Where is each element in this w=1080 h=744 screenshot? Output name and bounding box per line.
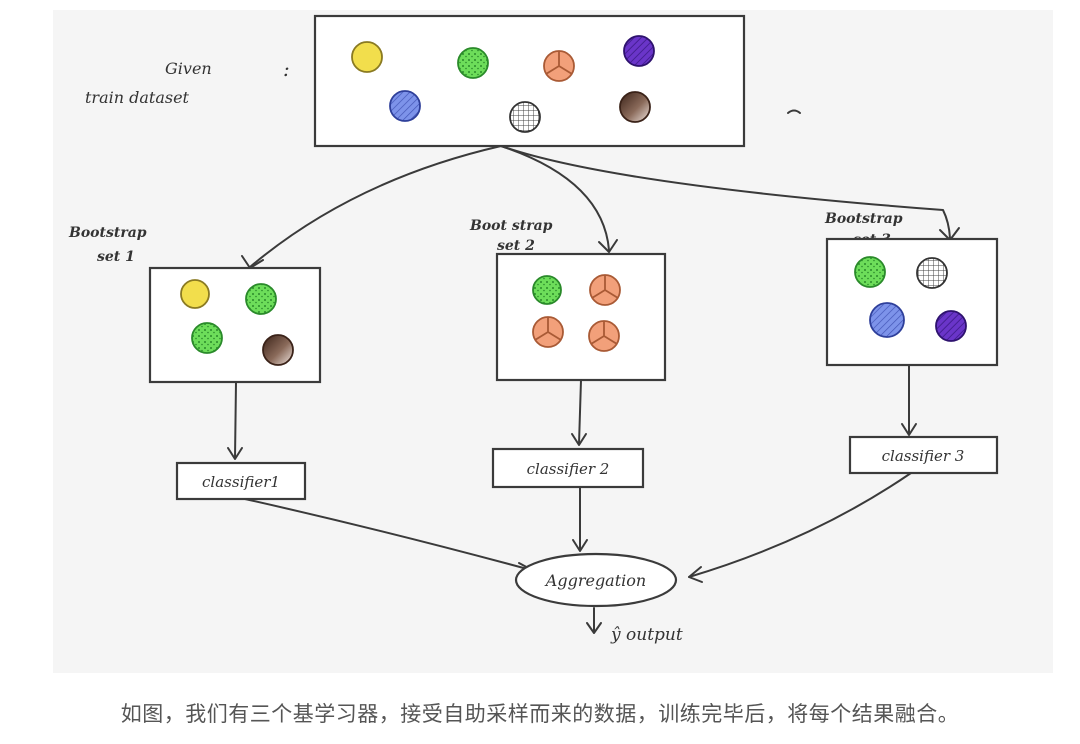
grid-ball (916, 257, 948, 289)
bootstrap-set3-box (825, 237, 999, 367)
arrow-classifier1-to-aggregation (244, 498, 532, 571)
purple-ball (623, 35, 655, 67)
arrow-to-set3 (500, 145, 951, 239)
arrowhead (227, 447, 243, 460)
orange-ball (532, 316, 564, 348)
bootstrap-set2-label-line1: Boot strap (469, 218, 553, 234)
bootstrap-set1-label-line1: Bootstrap (68, 225, 147, 241)
diagram-canvas: Given train dataset : Bootstrap set 1 Bo… (68, 14, 999, 645)
classifier2-label: classifier 2 (527, 460, 610, 478)
figure-caption: 如图，我们有三个基学习器，接受自助采样而来的数据，训练完毕后，将每个结果融合。 (120, 702, 960, 726)
arrowhead (688, 566, 703, 583)
aggregation-label: Aggregation (544, 571, 646, 590)
classifier2-box (491, 447, 645, 489)
blue-ball (869, 302, 905, 338)
bootstrap-set2-label-line2: set 2 (497, 238, 535, 254)
orange-ball (543, 50, 575, 82)
classifier1-box (175, 461, 307, 501)
dataset-label-colon: : (283, 57, 290, 81)
bootstrap-set3-label-line1: Bootstrap (824, 211, 903, 227)
yellow-ball (180, 279, 210, 309)
arrow-to-set1 (249, 145, 502, 268)
arrowhead (586, 622, 602, 634)
classifier3-label: classifier 3 (882, 447, 965, 465)
purple-ball (935, 310, 967, 342)
dataset-label-train: train dataset (85, 88, 190, 107)
dataset-label-given: Given (165, 59, 212, 78)
arrow-classifier3-to-aggregation (688, 472, 912, 578)
bootstrap-set1-label-line2: set 1 (97, 249, 135, 265)
output-label: ŷ output (610, 625, 683, 645)
arrow-set2-to-classifier2 (578, 379, 582, 445)
arrowhead (571, 433, 587, 446)
arrow-set1-to-classifier1 (234, 381, 237, 459)
arrowhead (572, 539, 588, 552)
orange-ball (588, 320, 620, 352)
green-ball (854, 256, 886, 288)
orange-ball (589, 274, 621, 306)
green-ball (245, 283, 277, 315)
arrowhead (901, 423, 917, 436)
green-ball (457, 47, 489, 79)
bootstrap-set2-box (495, 252, 667, 382)
aggregation-node (514, 552, 678, 608)
grid-ball (509, 101, 541, 133)
green-ball (532, 275, 562, 305)
classifier3-box (848, 435, 999, 475)
brown-ball (619, 91, 651, 123)
bootstrap-set1-box (148, 266, 322, 384)
bagging-diagram: Given train dataset : Bootstrap set 1 Bo… (53, 10, 1053, 673)
green-ball (191, 322, 223, 354)
yellow-ball (351, 41, 383, 73)
brown-ball (262, 334, 294, 366)
blue-ball (389, 90, 421, 122)
arrowhead-set2 (598, 239, 618, 253)
tilde-mark (787, 109, 801, 114)
classifier1-label: classifier1 (202, 473, 280, 491)
arrow-to-set2 (500, 145, 610, 251)
